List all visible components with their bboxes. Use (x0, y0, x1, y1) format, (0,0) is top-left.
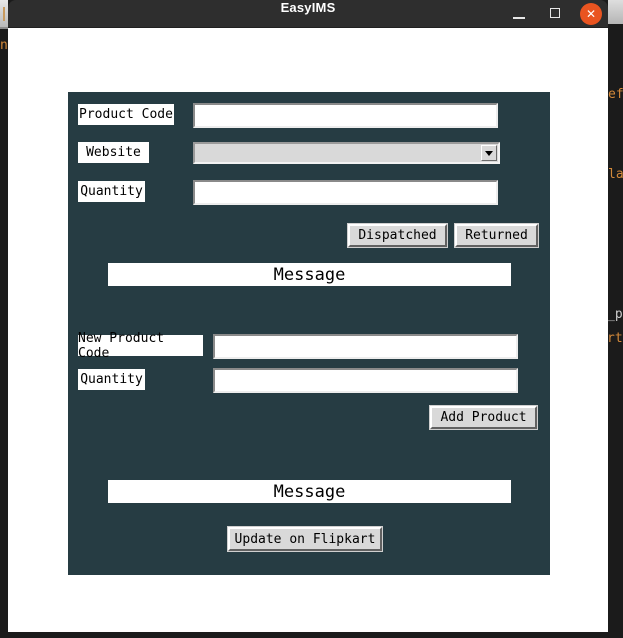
dispatched-button[interactable]: Dispatched (348, 224, 447, 247)
window-body: Product Code Website Quantity Dispatched… (8, 28, 608, 632)
titlebar[interactable]: EasyIMS ✕ (8, 0, 608, 28)
form-panel: Product Code Website Quantity Dispatched… (68, 92, 550, 575)
add-quantity-label: Quantity (78, 369, 145, 390)
quantity-input[interactable] (193, 180, 498, 205)
background-window-icon-fragment (3, 7, 5, 21)
website-label: Website (78, 142, 149, 163)
dropdown-arrow-button[interactable] (481, 145, 497, 161)
editor-code-fragment: n (0, 38, 8, 53)
editor-code-fragment: ef (608, 87, 623, 102)
update-on-flipkart-button[interactable]: Update on Flipkart (228, 527, 382, 551)
chevron-down-icon (485, 150, 493, 156)
add-message-bar: Message (108, 480, 511, 503)
app-window: EasyIMS ✕ Product Code Website Quantity (8, 0, 608, 632)
background-window-titlebar-sliver (608, 0, 623, 24)
product-code-input[interactable] (193, 103, 498, 128)
minimize-icon[interactable] (513, 17, 525, 19)
returned-button[interactable]: Returned (455, 224, 538, 247)
close-icon[interactable]: ✕ (580, 3, 602, 25)
maximize-icon[interactable] (550, 8, 560, 18)
background-window-titlebar-sliver (0, 0, 8, 29)
window-title: EasyIMS (280, 0, 336, 15)
add-quantity-input[interactable] (213, 368, 518, 393)
editor-code-fragment: _p (607, 307, 623, 322)
dispatch-message-bar: Message (108, 263, 511, 286)
product-code-label: Product Code (78, 104, 174, 125)
editor-code-fragment: la (608, 167, 623, 182)
quantity-label: Quantity (78, 181, 145, 202)
new-product-code-label: New Product Code (78, 331, 203, 361)
new-product-code-input[interactable] (213, 334, 518, 359)
editor-code-fragment: rt (607, 331, 623, 346)
add-product-button[interactable]: Add Product (430, 406, 537, 429)
website-dropdown[interactable] (193, 142, 500, 164)
